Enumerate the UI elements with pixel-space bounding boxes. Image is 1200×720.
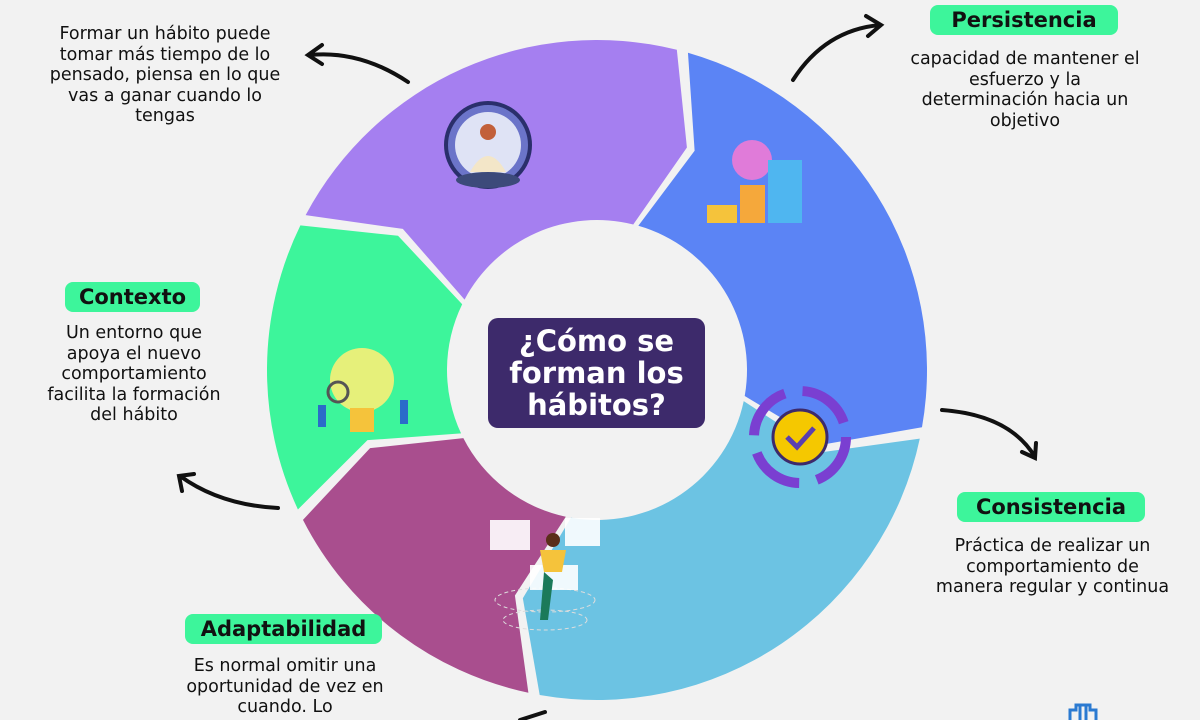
cycle-check-icon xyxy=(749,386,851,488)
adaptabilidad-label: Adaptabilidad xyxy=(185,614,382,644)
contexto-description: Un entorno que apoya el nuevo comportami… xyxy=(47,323,221,425)
segment-magenta xyxy=(302,438,566,693)
arrow-right xyxy=(940,408,1038,462)
center-title-text: ¿Cómo se forman los hábitos? xyxy=(509,324,684,422)
arrow-top-right xyxy=(791,14,885,82)
arrow-left xyxy=(176,472,280,510)
contexto-label: Contexto xyxy=(65,282,200,312)
person-dashboard-icon xyxy=(490,518,600,631)
persistencia-description: capacidad de mantener el esfuerzo y la d… xyxy=(910,49,1140,131)
arrow-top-left xyxy=(304,43,410,84)
consistencia-description: Práctica de realizar un comportamiento d… xyxy=(935,536,1170,597)
adaptabilidad-description: Es normal omitir una oportunidad de vez … xyxy=(186,656,384,717)
center-title: ¿Cómo se forman los hábitos? xyxy=(488,318,705,428)
lightbulb-people-icon xyxy=(318,348,408,432)
segment-blue xyxy=(638,52,927,445)
consistencia-label: Consistencia xyxy=(957,492,1145,522)
persistencia-label: Persistencia xyxy=(930,5,1118,35)
growth-chart-gear-icon xyxy=(707,140,802,223)
top-left-description: Formar un hábito puede tomar más tiempo … xyxy=(49,24,281,126)
segment-light-blue xyxy=(522,401,920,700)
meditation-clock-icon xyxy=(444,101,532,189)
arrow-bottom xyxy=(518,710,547,720)
brand-logo-icon xyxy=(1068,703,1098,720)
